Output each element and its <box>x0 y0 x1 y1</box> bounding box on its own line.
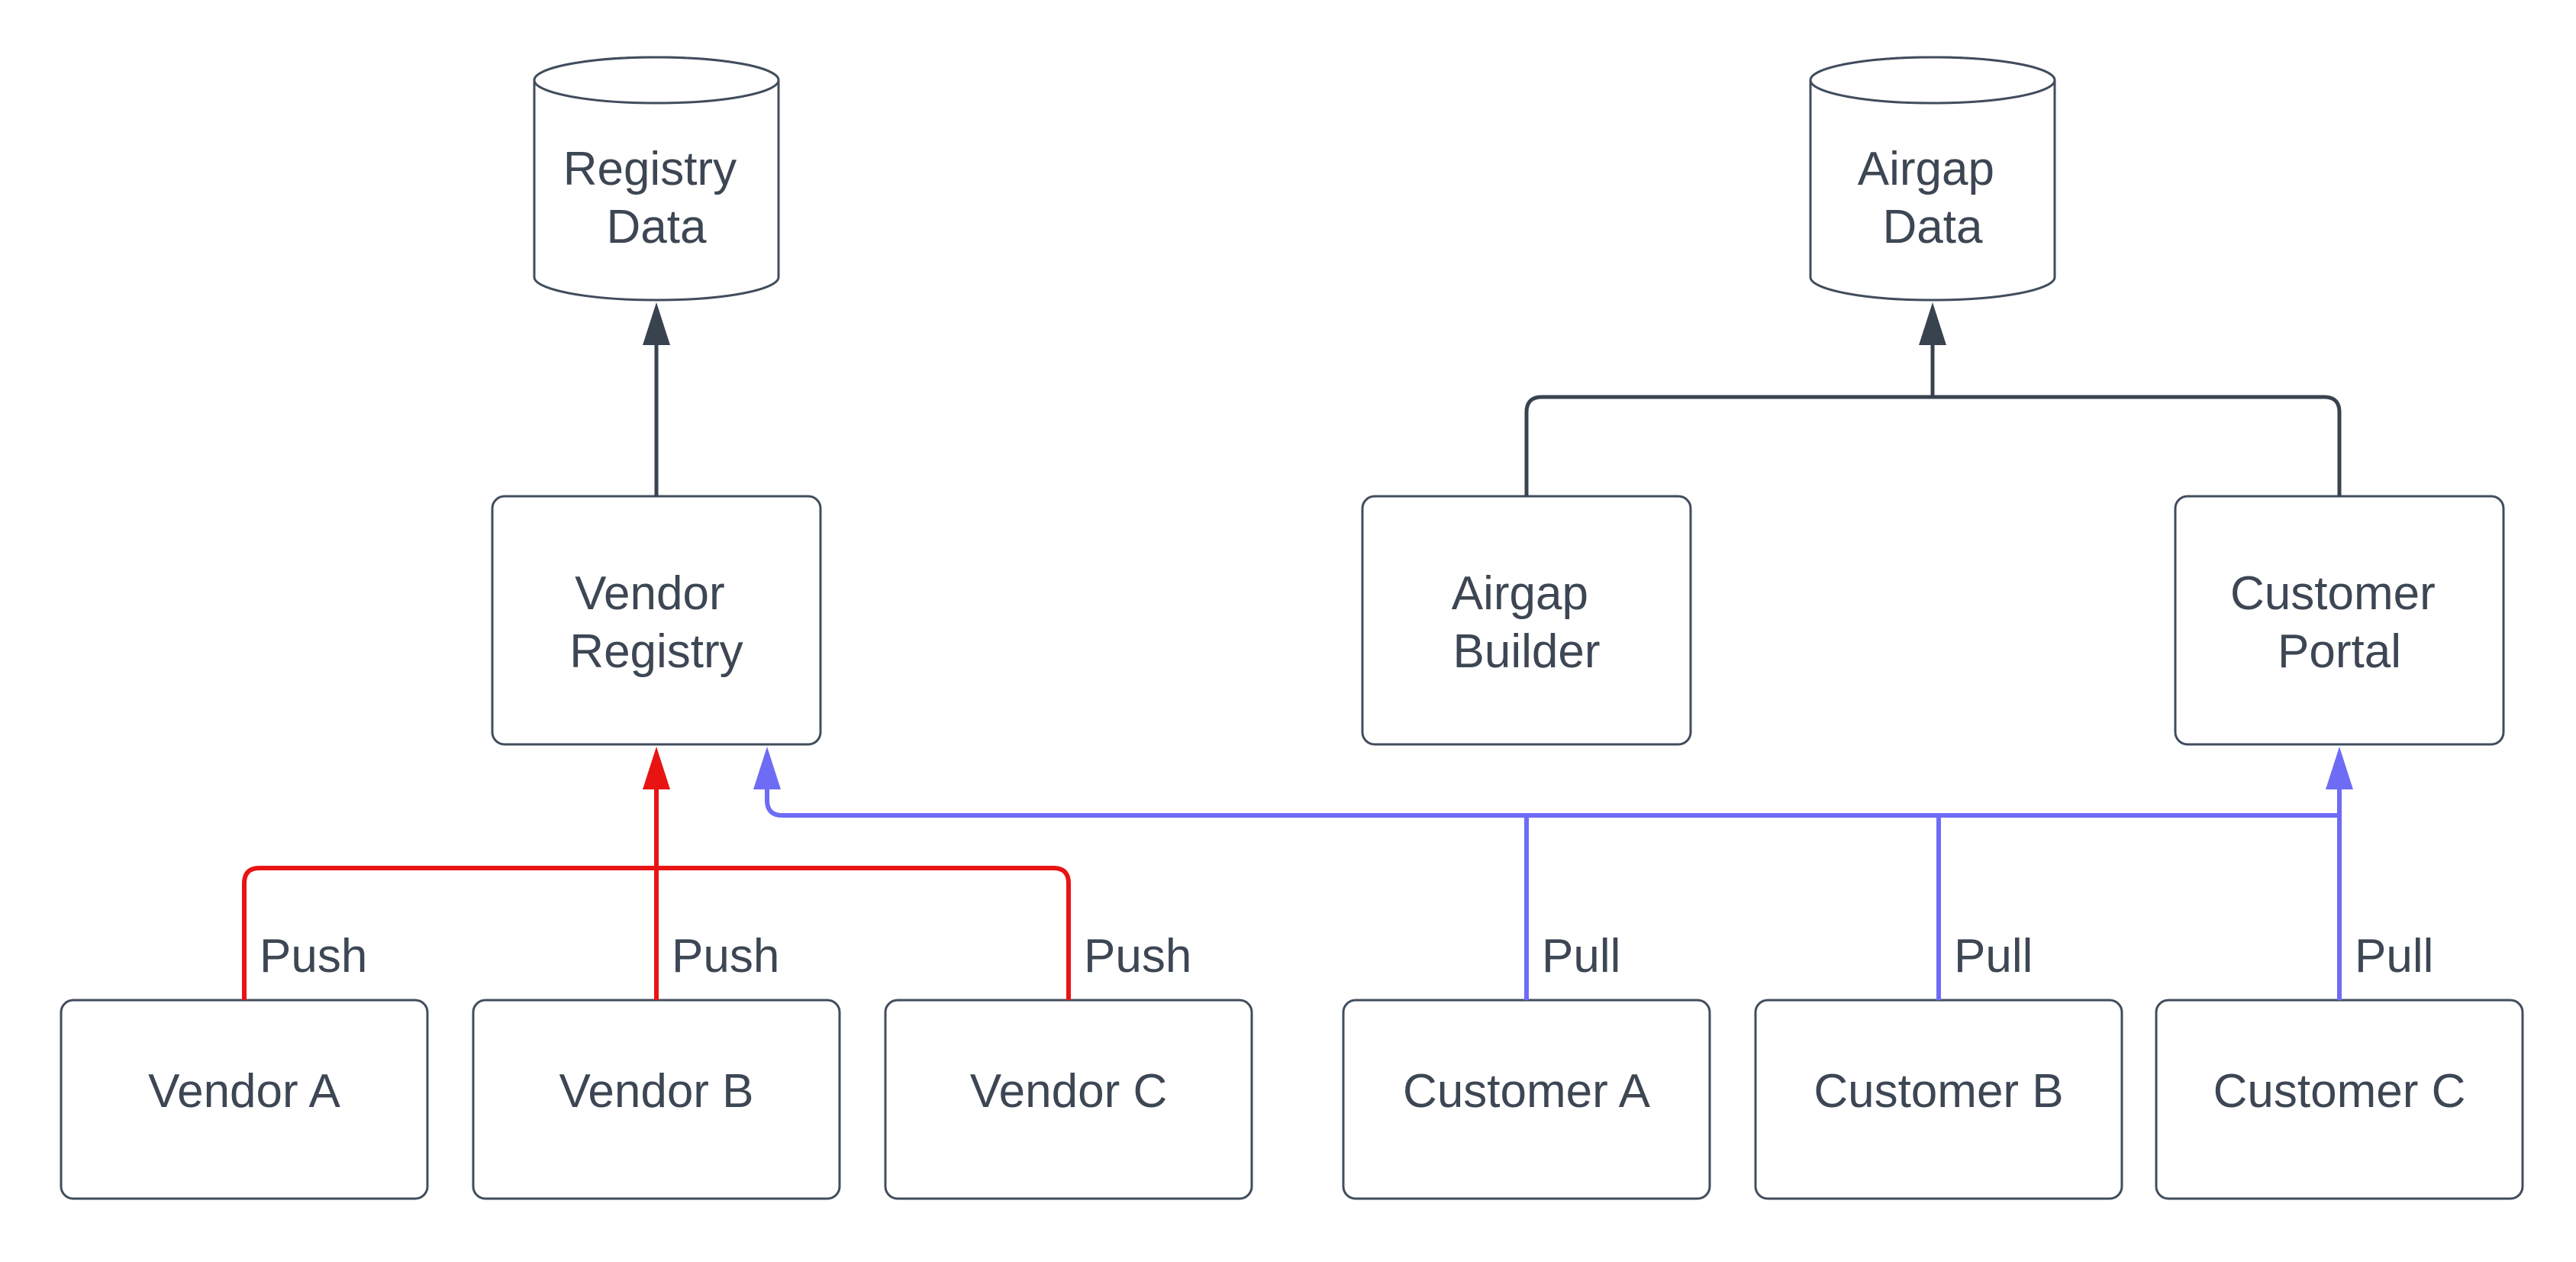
node-label-line1: Customer <box>2230 567 2436 620</box>
node-customer-a: Customer A <box>1342 999 1711 1200</box>
node-customer-c: Customer C <box>2155 999 2524 1200</box>
box-shape <box>491 495 822 746</box>
cylinder-top-ellipse <box>1809 56 2056 105</box>
node-label: Customer C <box>2213 1065 2466 1118</box>
node-label: Vendor C <box>970 1065 1168 1118</box>
arrowhead-up <box>753 747 781 789</box>
node-airgap-builder: Airgap Builder <box>1361 495 1692 746</box>
arrowhead-up <box>643 747 670 789</box>
node-label: Vendor Registry <box>569 567 743 678</box>
edge-label-push-vendor-a: Push <box>260 930 367 983</box>
edge-label-push-vendor-b: Push <box>672 930 779 983</box>
node-label-line1: Vendor <box>575 567 725 620</box>
node-customer-b: Customer B <box>1754 999 2123 1200</box>
edge-label-pull-customer-c: Pull <box>2355 930 2433 983</box>
node-vendor-registry: Vendor Registry <box>491 495 822 746</box>
node-label: Customer Portal <box>2230 567 2449 678</box>
edge-label-pull-customer-b: Pull <box>1954 930 2033 983</box>
node-vendor-c: Vendor C <box>884 999 1253 1200</box>
edge-builder-portal-to-airgap-data <box>1524 302 2342 496</box>
node-vendor-b: Vendor B <box>472 999 841 1200</box>
box-shape <box>1361 495 1692 746</box>
arrowhead-up <box>2326 747 2353 789</box>
node-label: Airgap Data <box>1858 143 2007 253</box>
node-label: Registry Data <box>563 143 750 253</box>
edge-customers-pull <box>753 747 2353 1000</box>
edge-label-pull-customer-a: Pull <box>1542 930 1620 983</box>
node-vendor-a: Vendor A <box>60 999 429 1200</box>
node-label-line1: Airgap <box>1452 567 1588 620</box>
node-label-line1: Registry <box>563 143 737 195</box>
node-label: Customer A <box>1403 1065 1651 1118</box>
box-shape <box>2174 495 2505 746</box>
node-label-line2: Registry <box>569 625 743 678</box>
node-label: Customer B <box>1814 1065 2063 1118</box>
node-customer-portal: Customer Portal <box>2174 495 2505 746</box>
edge-label-push-vendor-c: Push <box>1084 930 1191 983</box>
edge-vendors-push-to-vendor-registry <box>242 747 1071 1000</box>
arrowhead-up <box>643 302 670 345</box>
node-airgap-data: Airgap Data <box>1809 56 2056 302</box>
edge-vendor-registry-to-registry-data <box>643 302 670 496</box>
node-label: Vendor A <box>148 1065 340 1118</box>
edge-line <box>765 789 2339 818</box>
node-registry-data: Registry Data <box>533 56 780 302</box>
node-label: Airgap Builder <box>1452 567 1601 678</box>
node-label-line2: Data <box>1883 201 1983 253</box>
cylinder-top-ellipse <box>533 56 780 105</box>
node-label-line1: Airgap <box>1858 143 1994 195</box>
arrowhead-up <box>1919 302 1946 345</box>
node-label-line2: Portal <box>2278 625 2401 678</box>
node-label: Vendor B <box>559 1065 753 1118</box>
edge-line <box>1524 395 2342 496</box>
node-label-line2: Data <box>607 201 707 253</box>
node-label-line2: Builder <box>1453 625 1601 678</box>
